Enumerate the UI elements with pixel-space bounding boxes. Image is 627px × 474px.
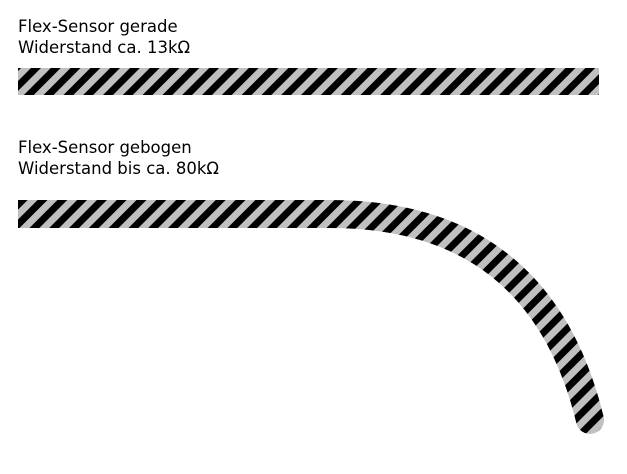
- straight-flex-sensor: [18, 68, 599, 95]
- straight-sensor-resistance: Widerstand ca. 13kΩ: [18, 38, 191, 57]
- straight-sensor-title: Flex-Sensor gerade: [18, 17, 178, 36]
- bent-flex-sensor: [18, 200, 604, 424]
- bent-sensor-caption: Flex-Sensor gebogen Widerstand bis ca. 8…: [18, 137, 219, 179]
- bent-sensor-resistance: Widerstand bis ca. 80kΩ: [18, 159, 220, 178]
- straight-sensor-caption: Flex-Sensor gerade Widerstand ca. 13kΩ: [18, 16, 190, 58]
- bent-sensor-tip: [576, 406, 604, 434]
- bent-sensor-title: Flex-Sensor gebogen: [18, 138, 192, 157]
